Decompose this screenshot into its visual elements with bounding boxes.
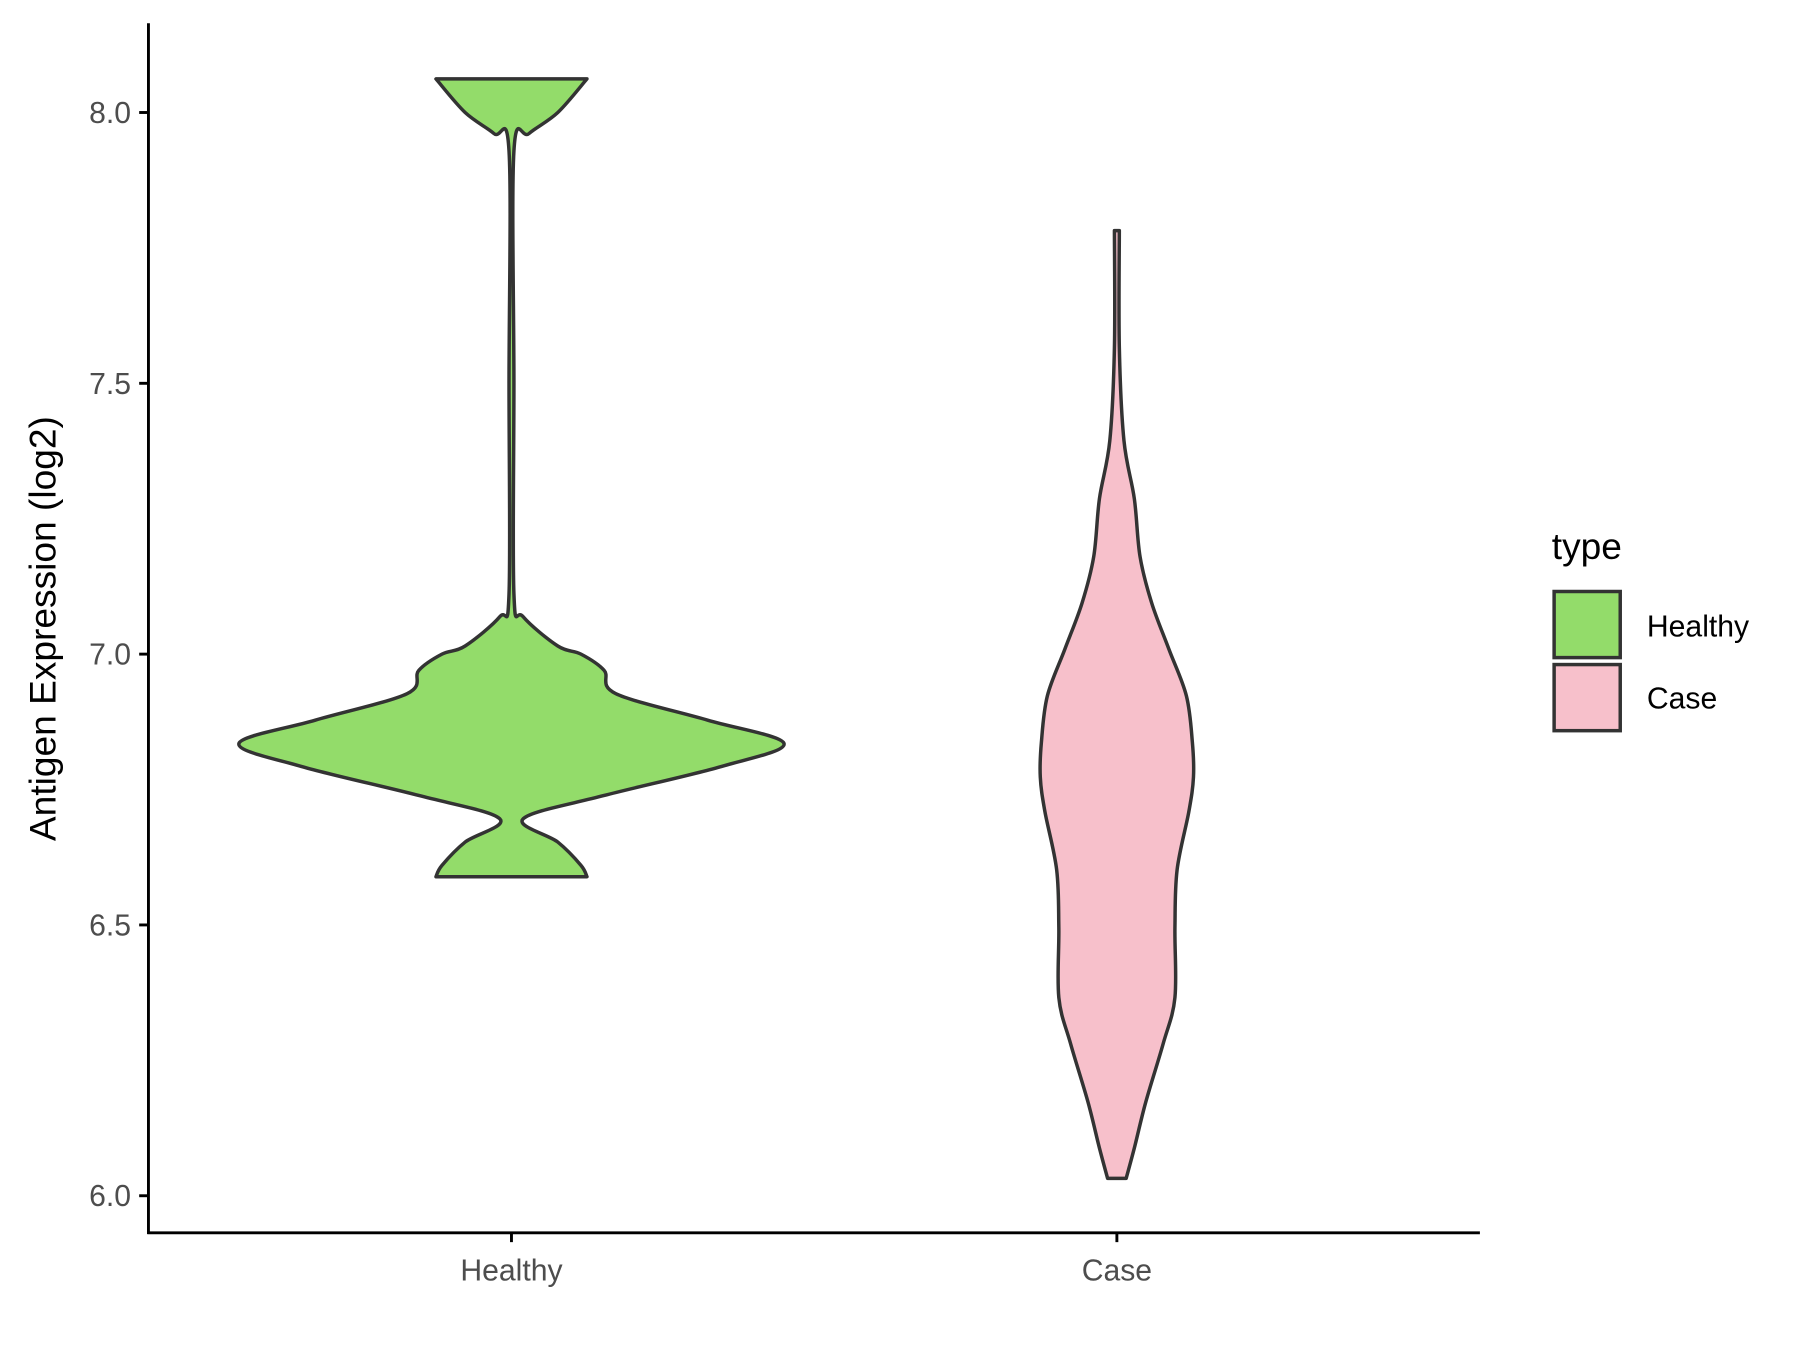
y-ticks: 6.0 6.5 7.0 7.5 8.0 (89, 97, 149, 1213)
y-tick-label: 6.5 (89, 909, 131, 942)
legend-label-healthy: Healthy (1647, 611, 1750, 644)
violin-case (1038, 228, 1196, 1181)
legend: type Healthy Case (1552, 525, 1750, 733)
violin-healthy (237, 77, 786, 879)
y-axis-label: Antigen Expression (log2) (22, 416, 64, 841)
legend-label-case: Case (1647, 683, 1717, 716)
legend-key-healthy (1552, 589, 1622, 660)
x-tick-label: Healthy (460, 1254, 563, 1287)
y-tick-label: 7.5 (89, 368, 131, 401)
legend-title: type (1552, 525, 1622, 567)
y-tick-label: 8.0 (89, 97, 131, 130)
y-tick-label: 6.0 (89, 1180, 131, 1213)
legend-key-case (1552, 662, 1622, 733)
y-tick-label: 7.0 (89, 639, 131, 672)
x-ticks: Healthy Case (460, 1232, 1152, 1287)
x-tick-label: Case (1082, 1254, 1152, 1287)
violins (237, 77, 1196, 1181)
